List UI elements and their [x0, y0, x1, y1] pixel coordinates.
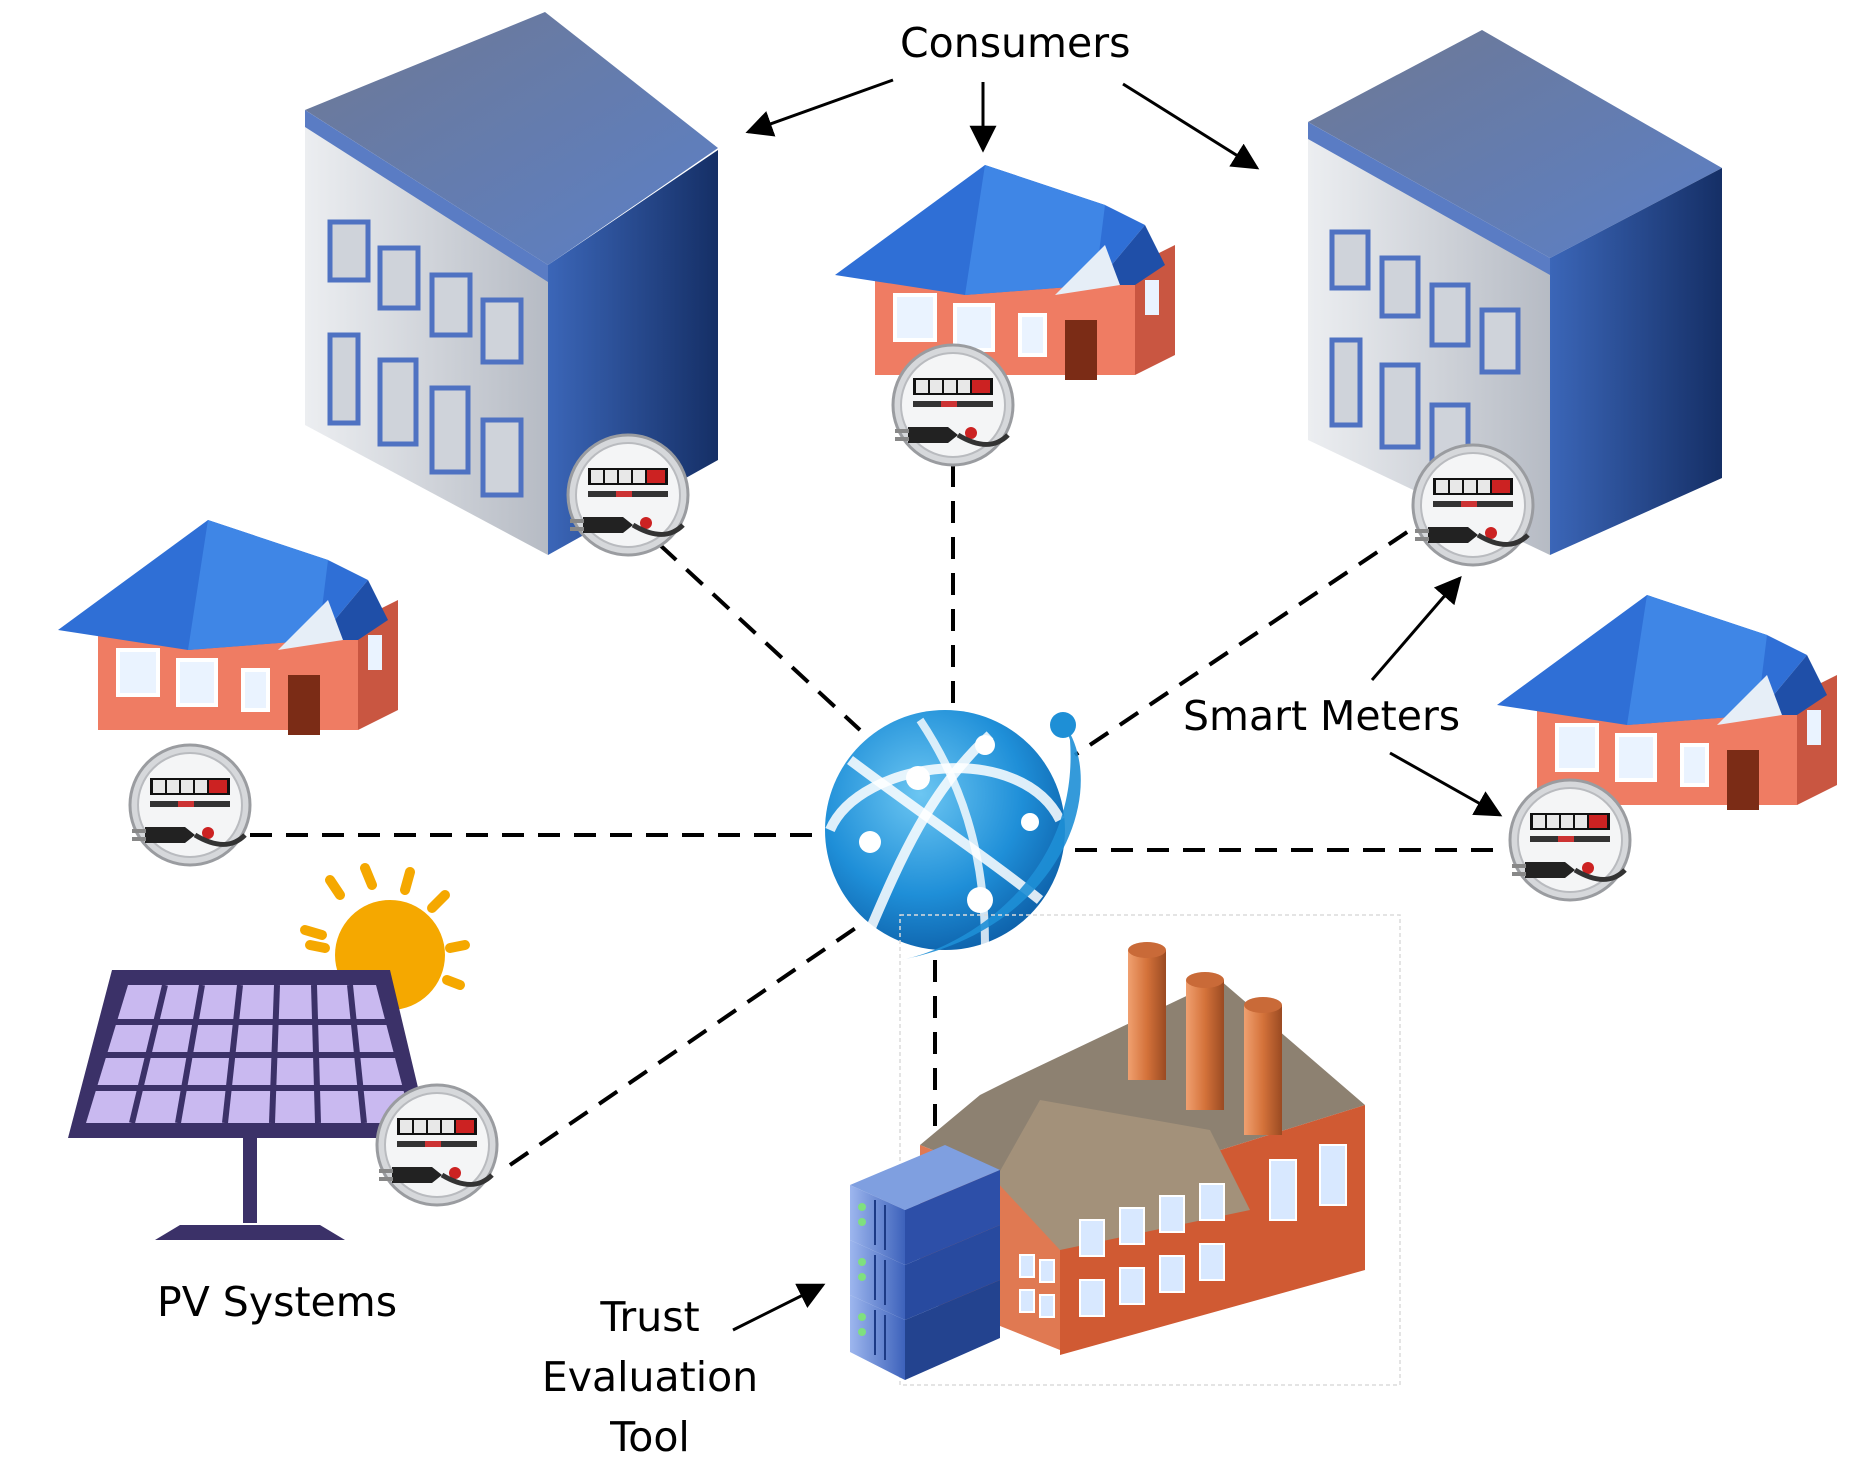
link-office-right [1073, 510, 1439, 757]
smart-meter-office-left [568, 435, 688, 555]
smart-meter-pv [377, 1085, 497, 1205]
trust-label-line-2: Evaluation [541, 1353, 759, 1401]
office-building-right [1308, 30, 1722, 555]
smart-meter-house-right [1510, 780, 1630, 900]
annotation-arrows [732, 78, 1503, 1332]
trust-label-line-3: Tool [610, 1413, 690, 1461]
network-links [250, 465, 1505, 1167]
trust-label-line-1: Trust [600, 1293, 700, 1341]
consumers-label: Consumers [900, 19, 1131, 67]
arrow-trust-tool [732, 1283, 826, 1332]
house-top-center [833, 163, 1177, 382]
smart-meter-house-left [130, 745, 250, 865]
trust-evaluation-tool-label: Trust Evaluation Tool [540, 1287, 760, 1467]
network-globe-icon [825, 710, 1081, 960]
arrow-smart-meters-up [1370, 575, 1462, 681]
arrow-smart-meters-down [1389, 751, 1503, 817]
house-right [1495, 593, 1839, 812]
smart-meters-label: Smart Meters [1183, 692, 1461, 740]
server-rack-icon [850, 1145, 1000, 1380]
link-office-left [658, 543, 862, 732]
solar-pv-panel [68, 863, 470, 1240]
office-building-left [305, 12, 718, 555]
link-pv [508, 923, 862, 1167]
house-left [56, 518, 400, 737]
arrow-consumers-left [745, 78, 894, 137]
pv-systems-label: PV Systems [157, 1278, 398, 1326]
arrow-consumers-right [1122, 82, 1260, 170]
smart-meter-office-right [1413, 445, 1533, 565]
smart-meter-house-top [893, 345, 1013, 465]
